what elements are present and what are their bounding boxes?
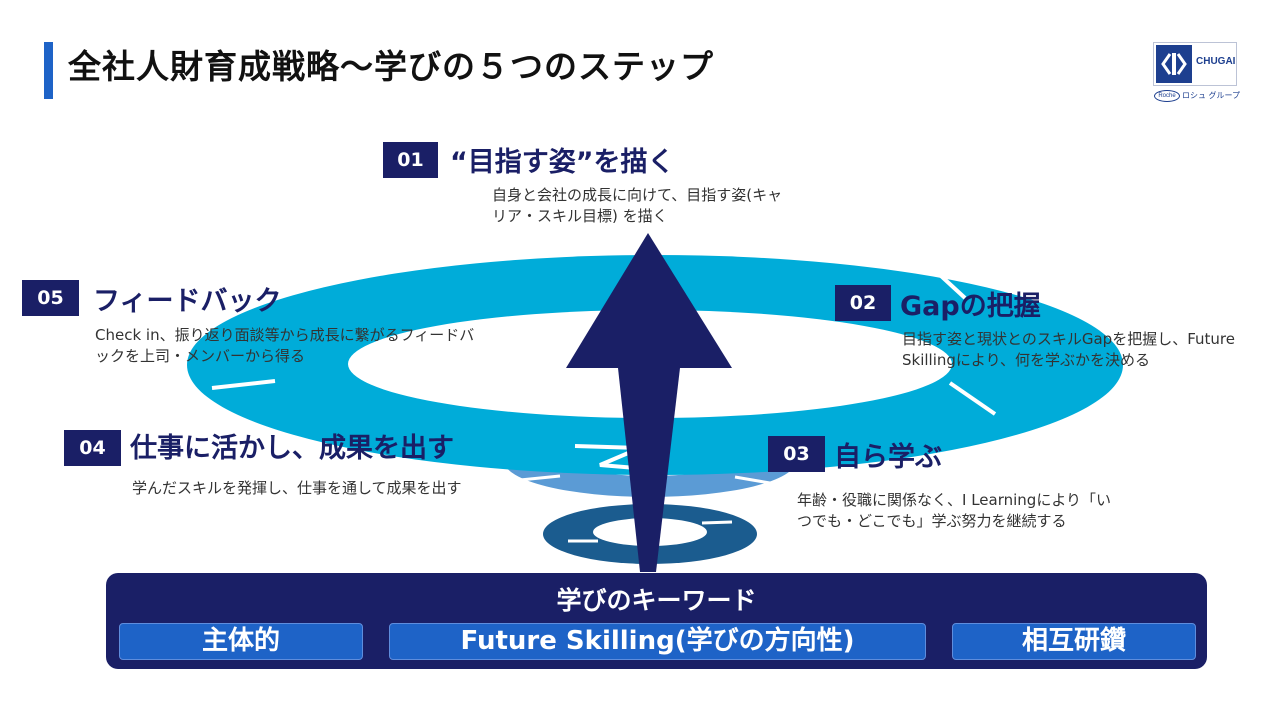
keyword-autonomous: 主体的 <box>119 623 363 660</box>
step-04-badge: 04 <box>64 430 121 466</box>
upward-arrow <box>566 233 732 572</box>
step-03-badge: 03 <box>768 436 825 472</box>
title-accent-bar <box>44 42 53 99</box>
step-05-title: フィードバック <box>93 286 282 317</box>
step-04-title: 仕事に活かし、成果を出す <box>130 433 454 464</box>
roche-logo: Roche <box>1154 90 1180 102</box>
step-02-description: 目指す姿と現状とのスキルGapを把握し、Future Skillingにより、何… <box>902 330 1235 369</box>
page-title: 全社人財育成戦略～学びの５つのステップ <box>68 47 714 86</box>
step-01-title: “目指す姿”を描く <box>450 147 675 178</box>
logo-frame: CHUGAI <box>1153 42 1237 86</box>
keywords-heading: 学びのキーワード <box>556 586 757 615</box>
keywords-panel: 学びのキーワード 主体的 Future Skilling(学びの方向性) 相互研… <box>106 573 1207 669</box>
step-02-badge: 02 <box>835 285 891 321</box>
step-04-description: 学んだスキルを発揮し、仕事を通して成果を出す <box>132 479 462 497</box>
step-02-title: Gapの把握 <box>900 291 1041 322</box>
step-05-badge: 05 <box>22 280 79 316</box>
step-03-title: 自ら学ぶ <box>834 442 942 473</box>
step-05-description: Check in、振り返り面談等から成長に繋がるフィードバックを上司・メンバーか… <box>95 326 475 365</box>
chugai-mark-icon <box>1156 45 1192 83</box>
keyword-future-skilling: Future Skilling(学びの方向性) <box>389 623 926 660</box>
step-03-description: 年齢・役職に関係なく、I Learningにより「いつでも・どこでも」学ぶ努力を… <box>797 491 1112 530</box>
step-01-badge: 01 <box>383 142 438 178</box>
chugai-logo: CHUGAI Roche ロシュ グループ <box>1153 42 1241 104</box>
roche-group-label: ロシュ グループ <box>1182 91 1241 100</box>
logo-company-name: CHUGAI <box>1196 56 1236 67</box>
keyword-mutual-development: 相互研鑽 <box>952 623 1196 660</box>
step-01-description: 自身と会社の成長に向けて、目指す姿(キャリア・スキル目標) を描く <box>492 186 783 225</box>
